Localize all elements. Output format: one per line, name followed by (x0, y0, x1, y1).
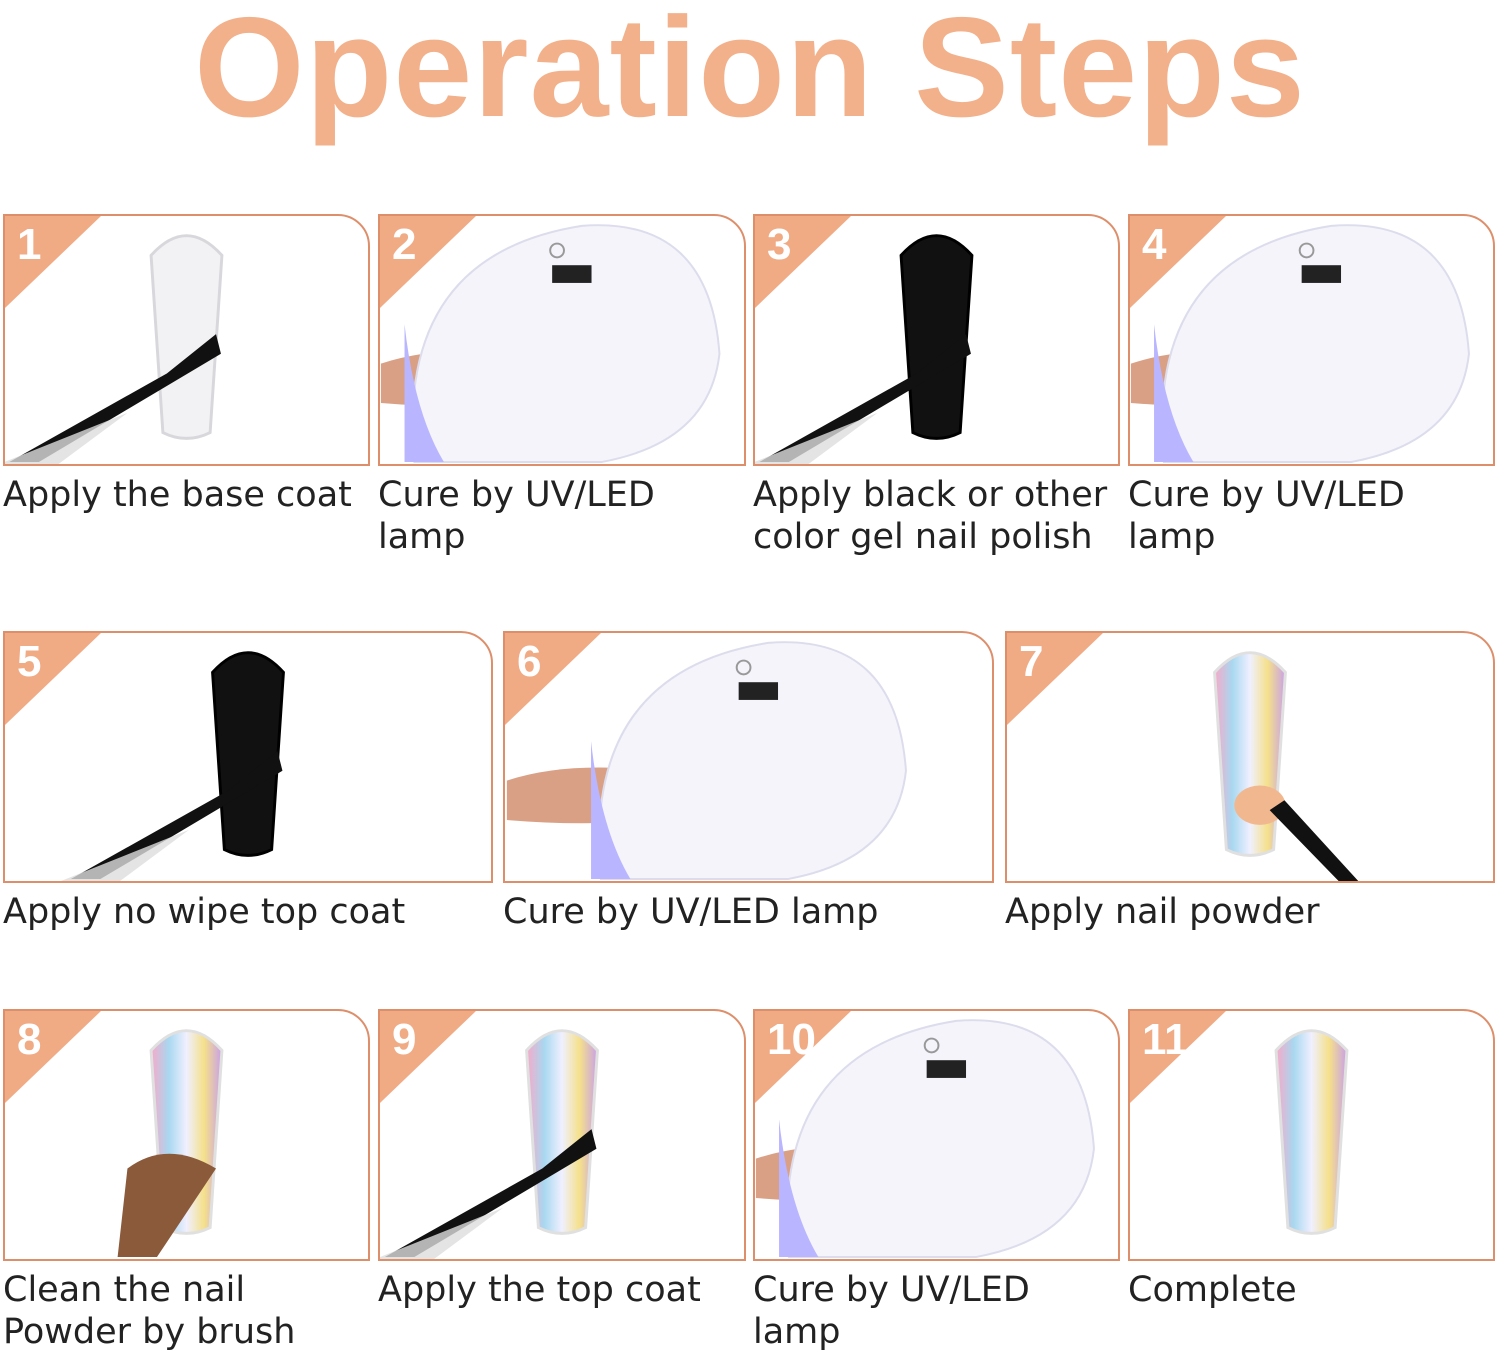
uv-lamp-image (506, 641, 907, 881)
step-caption: Apply the top coat (378, 1270, 701, 1310)
step-number: 10 (767, 1015, 816, 1064)
step-caption: Clean the nail Powder by brush (3, 1270, 296, 1352)
step-card: 4 (1128, 214, 1495, 466)
step-number: 9 (392, 1015, 417, 1064)
black-nail-brush-image (755, 234, 974, 464)
step-card: 10 (753, 1009, 1120, 1261)
step-card: 6 (503, 631, 994, 883)
holo-nail-sponge-image (1213, 651, 1359, 881)
step-number: 8 (17, 1015, 42, 1064)
step-caption: Cure by UV/LED lamp (753, 1270, 1030, 1352)
step-number: 3 (767, 220, 792, 269)
step-card: 1 (3, 214, 370, 466)
step-caption: Apply nail powder (1005, 892, 1320, 932)
step-badge (1007, 633, 1103, 725)
holo-nail-image (1274, 1029, 1349, 1235)
step-badge (1130, 1011, 1226, 1103)
step-badge (5, 216, 101, 308)
step-card: 5 (3, 631, 493, 883)
uv-lamp-image (380, 224, 721, 464)
step-caption: Cure by UV/LED lamp (503, 892, 879, 932)
step-number: 4 (1142, 220, 1167, 269)
step-card: 8 (3, 1009, 370, 1261)
step-badge (380, 216, 476, 308)
step-number: 6 (517, 637, 542, 686)
step-badge (505, 633, 601, 725)
black-nail-brush-image (61, 651, 285, 881)
step-caption: Cure by UV/LED lamp (378, 475, 655, 557)
step-caption: Apply the base coat (3, 475, 352, 515)
step-number: 11 (1142, 1015, 1189, 1064)
step-badge (1130, 216, 1226, 308)
step-badge (755, 216, 851, 308)
step-number: 2 (392, 220, 417, 269)
step-number: 1 (17, 220, 42, 269)
holo-nail-fan-brush-image (117, 1029, 224, 1258)
step-caption: Complete (1128, 1270, 1297, 1310)
clear-nail-brush-image (5, 234, 224, 464)
step-caption: Cure by UV/LED lamp (1128, 475, 1405, 557)
step-number: 5 (17, 637, 42, 686)
holo-nail-brush-image (380, 1029, 599, 1259)
uv-lamp-image (1130, 224, 1470, 464)
step-number: 7 (1019, 637, 1044, 686)
step-card: 9 (378, 1009, 746, 1261)
step-badge (5, 633, 101, 725)
step-card: 2 (378, 214, 746, 466)
uv-lamp-image (755, 1019, 1095, 1259)
step-card: 11 (1128, 1009, 1495, 1261)
step-badge (5, 1011, 101, 1103)
step-caption: Apply black or other color gel nail poli… (753, 475, 1108, 557)
step-badge (755, 1011, 851, 1103)
step-card: 3 (753, 214, 1120, 466)
step-caption: Apply no wipe top coat (3, 892, 406, 932)
step-card: 7 (1005, 631, 1495, 883)
page-title: Operation Steps (194, 0, 1306, 147)
step-badge (380, 1011, 476, 1103)
